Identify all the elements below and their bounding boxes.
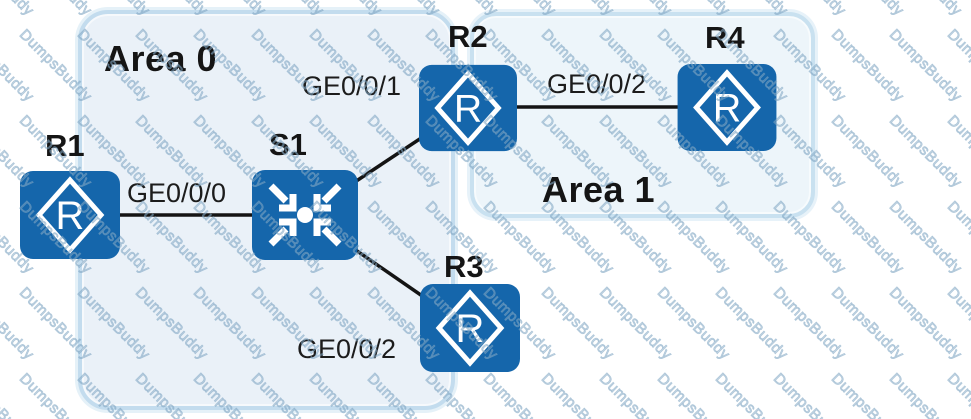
svg-text:R: R bbox=[56, 194, 85, 238]
node-r1-label: R1 bbox=[45, 128, 85, 163]
svg-text:R: R bbox=[456, 307, 485, 351]
node-r2-label: R2 bbox=[448, 19, 488, 54]
interface-label-s1-r3: GE0/0/2 bbox=[297, 334, 397, 364]
interface-label-r1-s1: GE0/0/0 bbox=[127, 178, 227, 208]
interface-label-s1-r2: GE0/0/1 bbox=[302, 71, 402, 101]
node-s1 bbox=[252, 170, 358, 260]
svg-text:R: R bbox=[454, 88, 482, 131]
node-r2: R bbox=[419, 63, 517, 153]
interface-label-r2-r4: GE0/0/2 bbox=[547, 69, 647, 99]
node-r3: R bbox=[420, 283, 520, 373]
node-r4: R bbox=[677, 64, 777, 151]
router-icon: R bbox=[420, 284, 520, 372]
svg-text:R: R bbox=[713, 86, 742, 130]
node-r1: R bbox=[20, 171, 120, 259]
area-0-label: Area 0 bbox=[104, 38, 218, 79]
node-r3-label: R3 bbox=[444, 249, 484, 284]
node-s1-label: S1 bbox=[269, 127, 307, 162]
node-r4-label: R4 bbox=[705, 20, 745, 55]
router-icon: R bbox=[419, 64, 517, 152]
area-1-label: Area 1 bbox=[542, 169, 656, 210]
switch-icon bbox=[252, 170, 358, 260]
router-icon: R bbox=[20, 171, 120, 259]
router-icon: R bbox=[677, 64, 777, 151]
